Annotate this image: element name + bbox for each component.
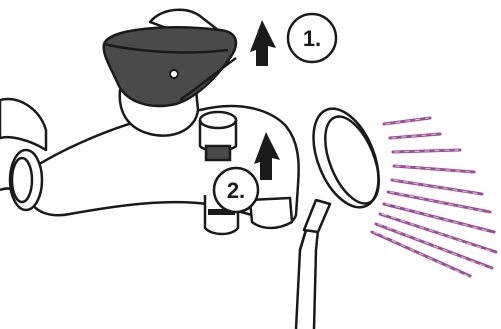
water-spray-icon [372,118,496,276]
step-label-1: 1. [303,26,321,51]
diverter-knob-icon [200,112,236,160]
step-label-2: 2. [227,178,245,203]
step-badge-2: 2. [214,168,258,212]
up-arrow-icon-1 [250,20,276,66]
hand-shower-icon [296,99,391,329]
step-badge-1: 1. [288,14,336,62]
